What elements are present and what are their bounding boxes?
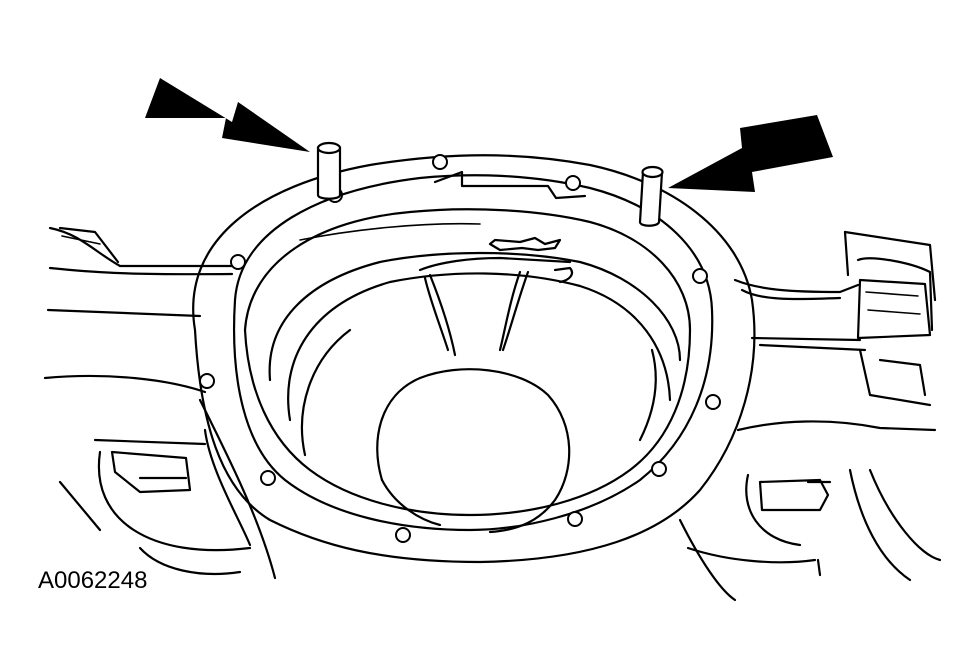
figure-id-label: A0062248: [38, 567, 147, 594]
guide-pin-right: [638, 165, 664, 227]
pointer-arrow-right: [668, 115, 833, 192]
right-spring-seat: [678, 468, 942, 602]
pointer-arrow-left-icon: [145, 78, 310, 152]
bolt-hole: [199, 373, 215, 389]
left-axle-tube: [43, 226, 234, 394]
housing-flange: [192, 154, 756, 564]
bolt-hole: [651, 461, 667, 477]
bolt-hole: [692, 268, 708, 284]
right-axle-tube: [733, 230, 937, 432]
left-spring-seat: [58, 398, 277, 580]
pointer-arrow-left: [145, 78, 310, 152]
flange-notch: [433, 170, 587, 200]
bolt-hole: [260, 470, 276, 486]
pointer-arrow-right-icon: [668, 115, 833, 192]
bolt-hole: [432, 154, 448, 170]
bolt-hole: [567, 511, 583, 527]
bolt-hole: [565, 175, 581, 191]
bolt-hole: [230, 254, 246, 270]
bolt-holes: [199, 154, 721, 543]
housing-cavity: [243, 208, 692, 517]
bolt-hole: [395, 527, 411, 543]
bolt-hole: [705, 394, 721, 410]
pinion-bore: [376, 368, 571, 534]
guide-pin-left: [316, 141, 342, 200]
